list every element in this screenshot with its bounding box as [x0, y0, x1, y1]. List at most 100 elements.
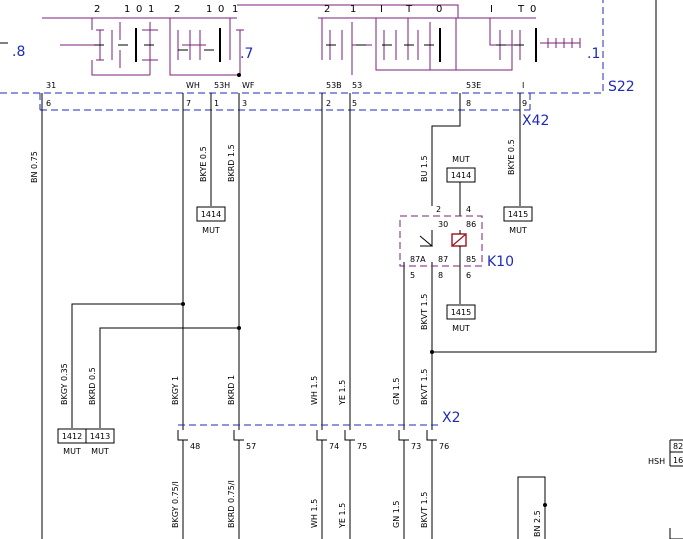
relay-pin-label: 5 [410, 271, 415, 280]
switch-s22: 2 1 0 1 2 1 0 1 2 1 I T 0 I T 0 .8 .7 .1… [0, 0, 635, 95]
wire-labels-lower: BKGY 0.75/I BKRD 0.75/I WH 1.5 YE 1.5 GN… [171, 480, 542, 537]
wire-label: BKRD 0.5 [88, 367, 97, 405]
relay-pin-label: 30 [438, 220, 448, 229]
terminal-label: 31 [46, 81, 56, 90]
wire-label: BKYE 0.5 [199, 146, 208, 182]
wire-label: BKYE 0.5 [507, 139, 516, 175]
wire-label: BKGY 1 [171, 376, 180, 405]
switch-pos-label: 2 [324, 4, 330, 15]
pin-label: 6 [46, 99, 51, 108]
svg-text:MUT: MUT [202, 226, 220, 235]
ground-ref-1414-b: 1414 MUT [446, 155, 476, 183]
relay-k10: K10 2 4 30 86 87A 87 85 5 8 6 [399, 205, 514, 280]
switch-pos-label: 0 [530, 4, 536, 15]
hsh-label: HSH [648, 457, 665, 466]
wire-label: GN 1.5 [392, 501, 401, 528]
pin-label: 1 [214, 99, 219, 108]
pin-label: 73 [411, 442, 421, 451]
wire-label: BN 2.5 [533, 510, 542, 537]
wire-label: WH 1.5 [310, 376, 319, 405]
relay-pin-label: 87A [410, 255, 426, 264]
pin-label: 7 [186, 99, 191, 108]
wire-label: BKVT 1.5 [420, 492, 429, 528]
switch-pos-label: 0 [436, 4, 442, 15]
pin-label: 76 [439, 442, 449, 451]
wire-label: GN 1.5 [392, 378, 401, 405]
connector-x42: X42 6 7 1 3 2 5 8 9 [39, 93, 549, 129]
wire-labels-upper: BN 0.75 BKYE 0.5 BKRD 1.5 BU 1.5 BKYE 0.… [30, 139, 516, 330]
connector-x2: X2 48 57 74 75 73 76 [177, 410, 461, 451]
pin-label: 2 [326, 99, 331, 108]
wire-label: BKGY 0.75/I [171, 481, 180, 528]
switch-name-label: S22 [608, 79, 635, 95]
relay-pin-label: 86 [466, 220, 476, 229]
wire-label: BKRD 1 [227, 375, 236, 405]
svg-text:MUT: MUT [452, 155, 470, 164]
svg-text:1414: 1414 [201, 210, 221, 219]
switch-pos-label: 2 [174, 4, 180, 15]
terminal-label: 53 [352, 81, 362, 90]
wire-labels-middle: BKGY 0.35 BKRD 0.5 BKGY 1 BKRD 1 WH 1.5 … [60, 363, 429, 406]
svg-text:1415: 1415 [451, 308, 471, 317]
ground-ref-1415-b: 1415 MUT [446, 304, 476, 333]
svg-text:MUT: MUT [452, 324, 470, 333]
switch-pos-label: 1 [232, 4, 238, 15]
pin-label: 57 [246, 442, 256, 451]
terminal-label: 53H [214, 81, 230, 90]
svg-text:MUT: MUT [63, 447, 81, 456]
svg-text:MUT: MUT [91, 447, 109, 456]
ground-ref-1415-a: 1415 MUT [503, 206, 533, 235]
relay-pin-label: 2 [436, 205, 441, 214]
switch-pos-label: I [490, 4, 493, 15]
pin-label: 48 [190, 442, 200, 451]
switch-pos-label: 1 [148, 4, 154, 15]
relay-pin-label: 85 [466, 255, 476, 264]
pin-label: 74 [329, 442, 339, 451]
wire-label: BKRD 0.75/I [227, 480, 236, 528]
wire-label: BKVT 1.5 [420, 294, 429, 330]
svg-text:1412: 1412 [62, 432, 82, 441]
edge-ref-label: 82 [673, 442, 683, 451]
switch-housing [0, 0, 604, 94]
ground-ref-1413: 1413 MUT [85, 428, 115, 456]
connector-name-label: X2 [442, 410, 461, 426]
wire-label: WH 1.5 [310, 499, 319, 528]
ground-ref-1412: 1412 MUT [57, 428, 87, 456]
relay-pin-label: 8 [438, 271, 443, 280]
terminal-label: 53E [466, 81, 481, 90]
terminal-label: WH [186, 81, 200, 90]
switch-pos-label: T [517, 4, 525, 15]
wire-label: YE 1.5 [338, 380, 347, 406]
terminal-label: 53B [326, 81, 342, 90]
switch-pos-label: 0 [218, 4, 224, 15]
switch-pos-label: 1 [124, 4, 130, 15]
relay-name-label: K10 [487, 254, 514, 270]
wire-label: BKGY 0.35 [60, 363, 69, 405]
relay-pin-label: 4 [466, 205, 471, 214]
switch-position-marker: .8 [12, 44, 25, 60]
switch-pos-label: 0 [136, 4, 142, 15]
connector-name-label: X42 [522, 113, 549, 129]
switch-pos-label: 1 [350, 4, 356, 15]
switch-pos-label: 1 [206, 4, 212, 15]
terminal-label: I [522, 81, 524, 90]
terminal-label: WF [242, 81, 255, 90]
pin-label: 75 [357, 442, 367, 451]
pin-label: 8 [466, 99, 471, 108]
svg-text:MUT: MUT [509, 226, 527, 235]
svg-text:1415: 1415 [508, 210, 528, 219]
switch-pos-label: T [405, 4, 413, 15]
pin-label: 3 [242, 99, 247, 108]
relay-pin-label: 6 [466, 271, 471, 280]
ground-ref-1414-a: 1414 MUT [196, 206, 226, 235]
wiring [41, 0, 683, 539]
wire-label: BKRD 1.5 [227, 144, 236, 182]
relay-pin-label: 87 [438, 255, 448, 264]
switch-pos-label: I [380, 4, 383, 15]
svg-text:1414: 1414 [451, 171, 471, 180]
svg-text:1413: 1413 [90, 432, 110, 441]
edge-ref-label: 16 [673, 456, 683, 465]
switch-position-marker: .7 [240, 46, 253, 62]
pin-label: 5 [352, 99, 357, 108]
